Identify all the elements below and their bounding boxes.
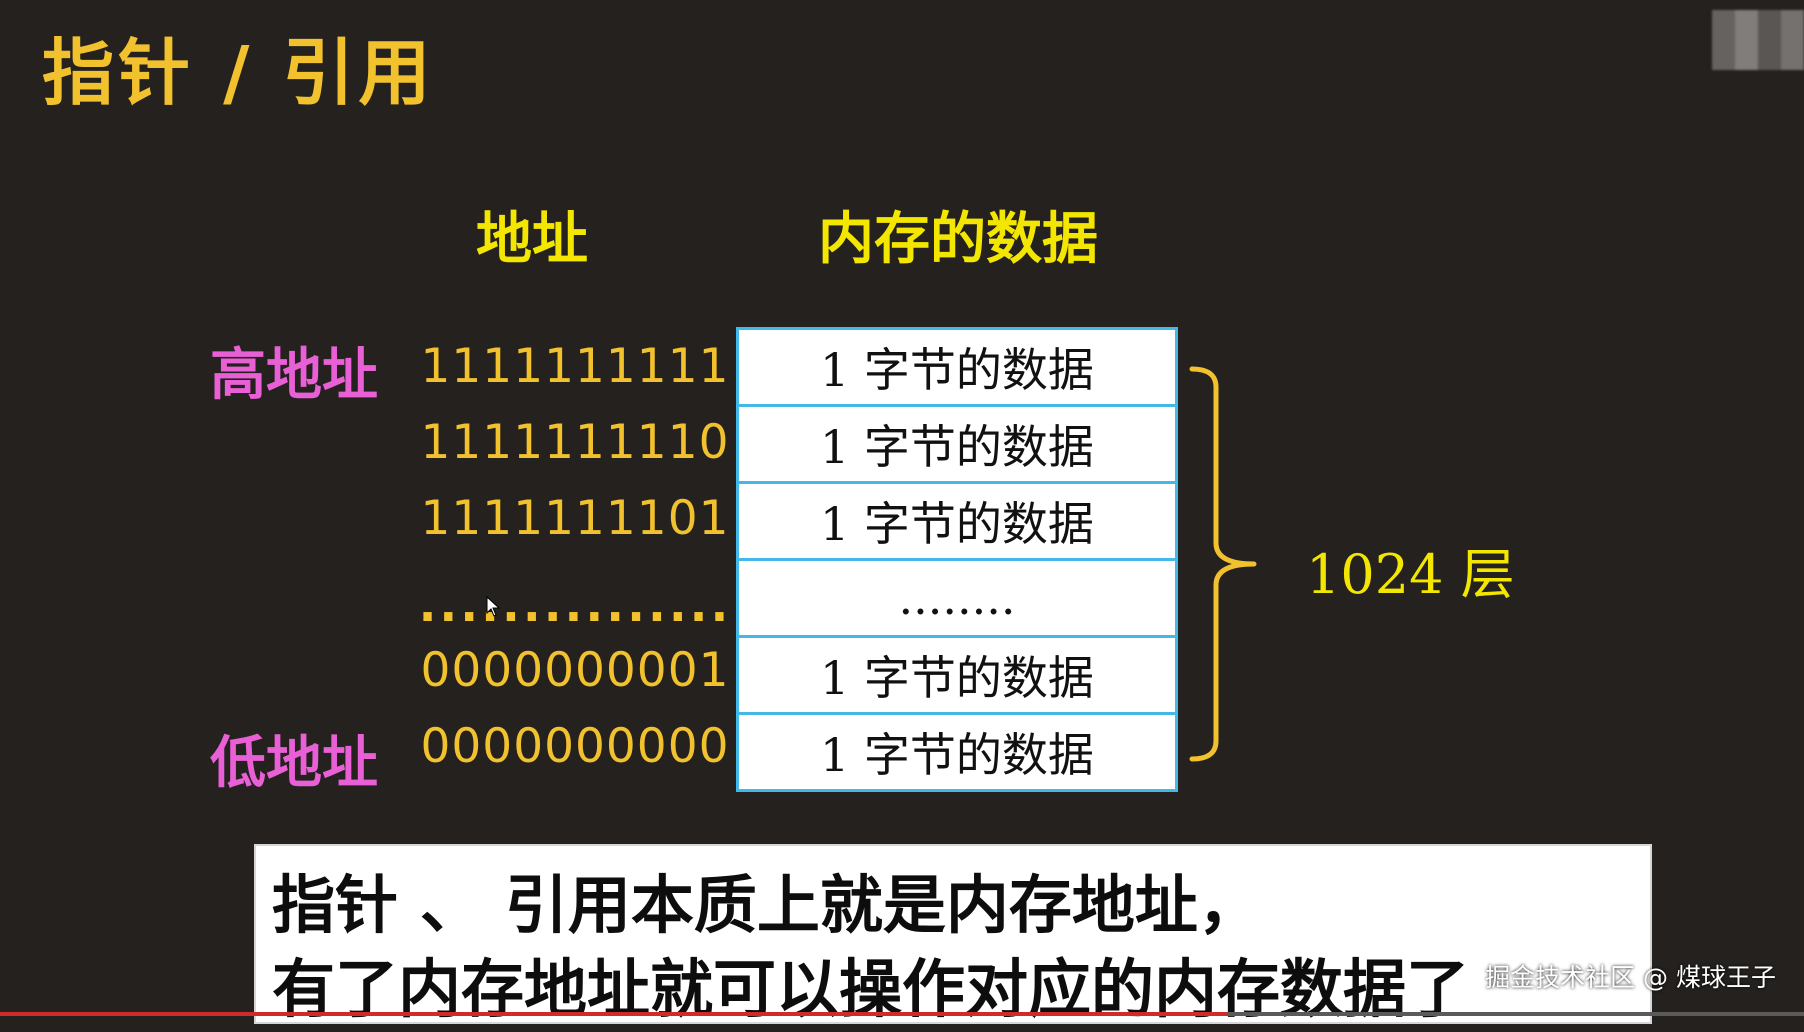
address-value: 1111111110 (420, 415, 730, 470)
slide-title: 指针 / 引用 (42, 31, 435, 115)
memory-cell: 1 字节的数据 (739, 635, 1175, 712)
data-column-header: 内存的数据 (818, 206, 1098, 272)
watermark: 掘金技术社区 @ 煤球王子 (1485, 963, 1776, 992)
address-value: 1111111101 (420, 491, 730, 546)
memory-cell: 1 字节的数据 (739, 712, 1175, 789)
low-address-label: 低地址 (210, 730, 378, 796)
subtitle-line-2: 有了内存地址就可以操作对应的内存数据了 (272, 953, 1469, 1026)
blurred-thumbnail (1712, 10, 1804, 70)
address-ellipsis: ............... (418, 578, 732, 633)
memory-cell-ellipsis: ........ (739, 558, 1175, 635)
memory-table: 1 字节的数据 1 字节的数据 1 字节的数据 ........ 1 字节的数据… (736, 327, 1178, 792)
subtitle-line-1: 指针 、 引用本质上就是内存地址， (272, 869, 1261, 942)
memory-cell: 1 字节的数据 (820, 343, 1094, 397)
memory-cell: 1 字节的数据 (739, 404, 1175, 481)
address-value: 1111111111 (420, 339, 730, 394)
mouse-cursor-icon (486, 596, 501, 617)
address-value: 0000000001 (420, 643, 730, 698)
video-progress-bar[interactable] (0, 1012, 1804, 1016)
subtitle-box: 指针 、 引用本质上就是内存地址， 有了内存地址就可以操作对应的内存数据了 (254, 844, 1652, 1026)
address-value: 0000000000 (420, 719, 730, 774)
high-address-label: 高地址 (210, 342, 378, 408)
right-brace-icon (1189, 366, 1257, 762)
video-progress-fill (0, 1012, 1227, 1016)
layer-count-label: 1024 层 (1306, 543, 1515, 606)
memory-cell: 1 字节的数据 (739, 481, 1175, 558)
address-column-header: 地址 (476, 206, 588, 272)
